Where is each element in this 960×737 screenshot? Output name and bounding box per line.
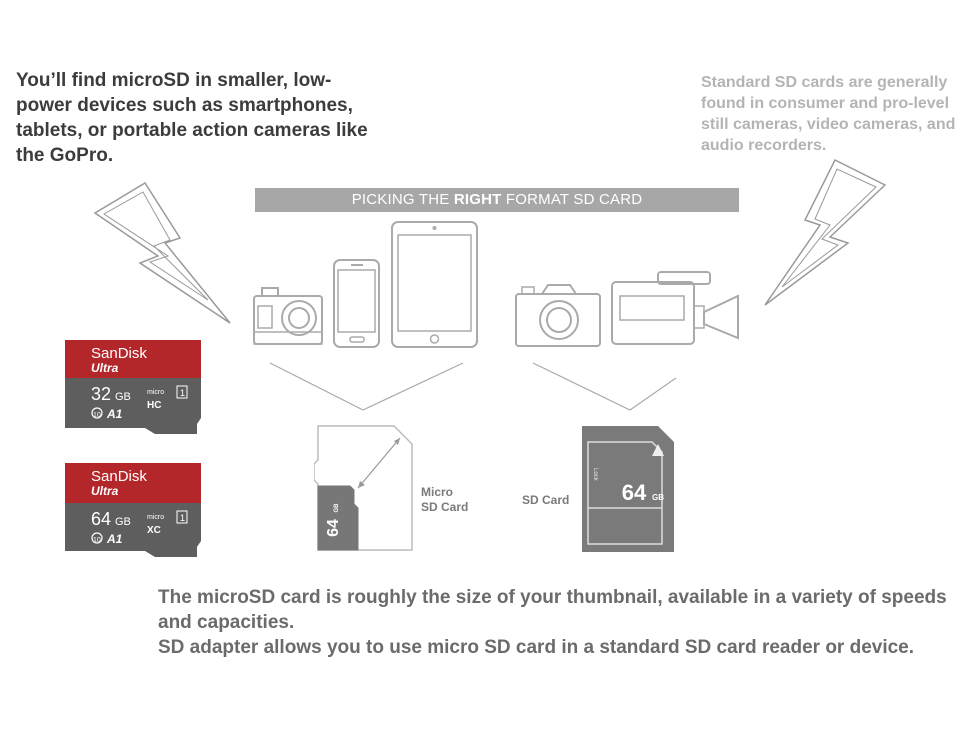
card-line: Ultra — [91, 484, 119, 498]
card-capacity: 32 — [91, 384, 111, 404]
video-camera-icon — [611, 271, 739, 345]
microsd-adapter-illustration: 64 GB — [314, 425, 413, 551]
connector-lines — [269, 362, 677, 411]
format-banner: PICKING THE RIGHT FORMAT SD CARD — [255, 188, 739, 212]
banner-text-end: FORMAT SD CARD — [501, 191, 643, 208]
still-camera-icon — [515, 284, 601, 347]
bottom-line-2: SD adapter allows you to use micro SD ca… — [158, 637, 915, 658]
sd-card-capacity: 64 — [622, 480, 647, 505]
uhs-class: 1 — [180, 513, 185, 523]
action-camera-icon — [253, 287, 323, 345]
card-format: XC — [147, 525, 161, 536]
card-app: A1 — [106, 407, 123, 421]
lightning-left-icon — [93, 181, 231, 324]
sandisk-card-32-graphic: SanDisk Ultra 32 GB micro HC 1 10 A1 — [65, 340, 201, 434]
sd-description: Standard SD cards are generally found in… — [701, 74, 956, 154]
banner-text-bold: RIGHT — [453, 191, 502, 208]
micro-card-capacity: 64 — [325, 519, 342, 537]
lightning-right-icon — [764, 158, 887, 306]
card-line: Ultra — [91, 361, 119, 375]
sd-card-illustration: Lock 64 GB — [582, 426, 674, 552]
micro-label-line1: Micro — [421, 485, 454, 499]
micro-label-line2: SD Card — [421, 500, 469, 514]
uhs-class: 1 — [180, 388, 185, 398]
sandisk-card-64-graphic: SanDisk Ultra 64 GB micro XC 1 10 A1 — [65, 463, 201, 557]
bottom-description: The microSD card is roughly the size of … — [158, 585, 948, 660]
bottom-line-1: The microSD card is roughly the size of … — [158, 587, 947, 633]
card-format: HC — [147, 400, 161, 411]
micro-sd-card-label: Micro SD Card — [421, 485, 468, 515]
sd-card-unit: GB — [652, 493, 664, 502]
sd-card-label: SD Card — [522, 493, 570, 507]
card-class: 10 — [93, 412, 101, 419]
banner-text-start: PICKING THE — [351, 191, 454, 208]
tablet-icon — [391, 221, 478, 348]
smartphone-icon — [333, 259, 380, 348]
micro-logo: micro — [147, 514, 164, 521]
card-brand: SanDisk — [91, 345, 147, 362]
sandisk-card-32: SanDisk Ultra 32 GB micro HC 1 10 A1 — [63, 338, 203, 443]
card-brand: SanDisk — [91, 468, 147, 485]
sd-lock-text: Lock — [592, 468, 598, 482]
card-class: 10 — [93, 537, 101, 544]
sandisk-card-64: SanDisk Ultra 64 GB micro XC 1 10 A1 — [63, 461, 203, 566]
card-unit: GB — [115, 516, 131, 528]
card-app: A1 — [106, 532, 123, 546]
micro-logo: micro — [147, 389, 164, 396]
card-capacity: 64 — [91, 509, 111, 529]
microsd-description: You’ll find microSD in smaller, low-powe… — [16, 70, 368, 166]
card-unit: GB — [115, 391, 131, 403]
micro-card-unit: GB — [334, 503, 340, 513]
